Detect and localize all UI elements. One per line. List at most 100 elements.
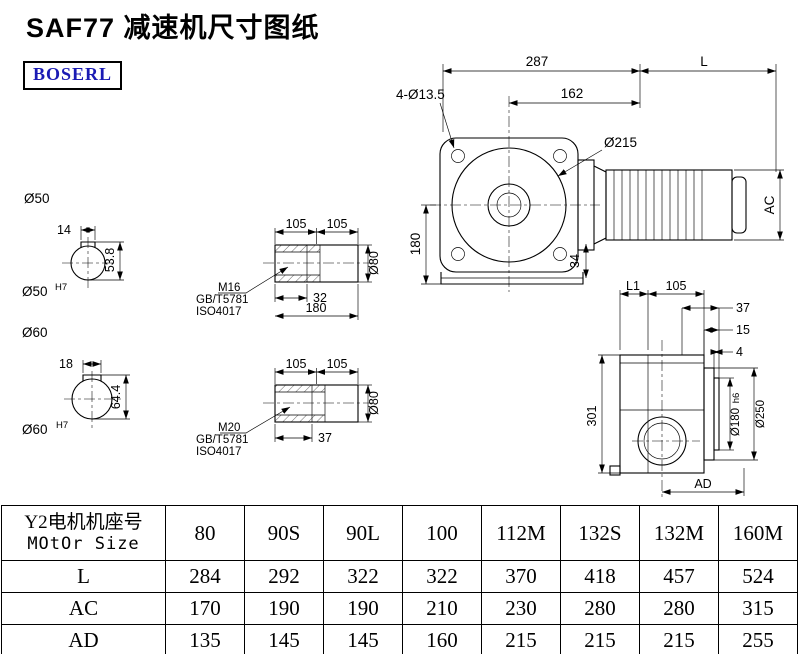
motor-size-cn: Y2电机机座号 bbox=[24, 511, 143, 533]
table-header-motor-size: Y2电机机座号 MOtOr Size bbox=[1, 505, 166, 561]
table-cell: 322 bbox=[402, 560, 482, 593]
table-cell: 190 bbox=[244, 592, 324, 625]
flange-spigot bbox=[713, 377, 720, 451]
bore60-label: Ø60 bbox=[22, 325, 48, 340]
dim-180-label: 180 bbox=[408, 233, 423, 256]
table-cell: 370 bbox=[481, 560, 561, 593]
dim-AD-label: AD bbox=[694, 477, 711, 491]
table-cell: 145 bbox=[323, 624, 403, 654]
motor-endcap bbox=[731, 176, 747, 234]
table-cell: 135 bbox=[165, 624, 245, 654]
shaft1-thread-label: M16 bbox=[218, 282, 240, 294]
table-col-header: 100 bbox=[402, 505, 482, 561]
side-view: L1 105 37 15 4 301 Ø180 h6 bbox=[585, 279, 767, 498]
bore60-height-label: 64.4 bbox=[109, 385, 123, 409]
table-cell: 292 bbox=[244, 560, 324, 593]
shaft1-depth-label: 32 bbox=[313, 291, 327, 305]
table-cell: 284 bbox=[165, 560, 245, 593]
output-flange bbox=[703, 367, 715, 461]
bore50-fit-sup: H7 bbox=[55, 282, 67, 293]
shaft2-105a-label: 105 bbox=[286, 357, 307, 371]
dim-301-label: 301 bbox=[585, 406, 599, 427]
shaft2-std1-label: GB/T5781 bbox=[196, 434, 248, 446]
table-cell: 280 bbox=[560, 592, 640, 625]
technical-drawing: 287 L 162 4-Ø13.5 Ø215 180 AC 34 Ø50 bbox=[22, 54, 784, 498]
dim-105-label: 105 bbox=[666, 279, 687, 293]
table-cell: 280 bbox=[639, 592, 719, 625]
dim-AC-label: AC bbox=[762, 195, 777, 214]
shaft2-thread-label: M20 bbox=[218, 422, 240, 434]
dimension-table: Y2电机机座号 MOtOr Size 80 90S 90L 100 112M 1… bbox=[1, 505, 798, 654]
shaft1-std2-label: ISO4017 bbox=[196, 306, 241, 318]
table-cell: 322 bbox=[323, 560, 403, 593]
table-col-header: 80 bbox=[165, 505, 245, 561]
shaft2-std2-label: ISO4017 bbox=[196, 446, 241, 458]
table-header-row: Y2电机机座号 MOtOr Size 80 90S 90L 100 112M 1… bbox=[1, 505, 798, 561]
dim-d215-label: Ø215 bbox=[604, 135, 637, 150]
dim-15-label: 15 bbox=[736, 323, 750, 337]
dim-287-label: 287 bbox=[526, 54, 549, 69]
shaft1-len-label: 180 bbox=[306, 301, 327, 315]
front-view: 287 L 162 4-Ø13.5 Ø215 180 AC 34 bbox=[396, 54, 784, 292]
row-label: L bbox=[1, 560, 166, 593]
bore50-width-label: 14 bbox=[57, 223, 71, 237]
shaft1-d80-label: Ø80 bbox=[367, 251, 381, 275]
brand-logo: BOSERL bbox=[23, 61, 123, 90]
table-cell: 215 bbox=[639, 624, 719, 654]
shaft-view-1: 105 105 Ø80 M16 GB/T5781 ISO4017 32 180 bbox=[196, 217, 381, 320]
dim-162-label: 162 bbox=[561, 86, 584, 101]
table-cell: 457 bbox=[639, 560, 719, 593]
table-col-header: 112M bbox=[481, 505, 561, 561]
table-cell: 160 bbox=[402, 624, 482, 654]
row-label: AC bbox=[1, 592, 166, 625]
dim-d180-label: Ø180 bbox=[730, 408, 742, 436]
table-cell: 255 bbox=[718, 624, 798, 654]
bore50-label: Ø50 bbox=[24, 191, 50, 206]
dim-4-label: 4 bbox=[736, 345, 743, 359]
table-cell: 418 bbox=[560, 560, 640, 593]
motor-size-en: MOtOr Size bbox=[27, 534, 140, 555]
dim-L1-label: L1 bbox=[626, 279, 640, 293]
dim-holes-label: 4-Ø13.5 bbox=[396, 87, 445, 102]
table-row-AC: AC 170 190 190 210 230 280 280 315 bbox=[1, 592, 798, 625]
table-cell: 210 bbox=[402, 592, 482, 625]
bore-section-60: Ø60 18 64.4 Ø60 H7 bbox=[22, 325, 130, 437]
dim-34-label: 34 bbox=[568, 254, 582, 268]
table-col-header: 90L bbox=[323, 505, 403, 561]
dim-L-label: L bbox=[700, 54, 708, 69]
shaft2-d80-label: Ø80 bbox=[367, 391, 381, 415]
shaft-view-2: 105 105 Ø80 M20 GB/T5781 ISO4017 37 bbox=[196, 357, 381, 458]
table-cell: 524 bbox=[718, 560, 798, 593]
table-cell: 215 bbox=[560, 624, 640, 654]
table-cell: 315 bbox=[718, 592, 798, 625]
table-cell: 230 bbox=[481, 592, 561, 625]
page-title: SAF77 减速机尺寸图纸 bbox=[26, 13, 320, 43]
bore-section-50: Ø50 14 53.8 Ø50 H7 bbox=[22, 191, 124, 299]
dim-d250-label: Ø250 bbox=[755, 400, 767, 428]
bore50-height-label: 53.8 bbox=[103, 248, 117, 272]
row-label: AD bbox=[1, 624, 166, 654]
shaft2-105b-label: 105 bbox=[327, 357, 348, 371]
bore60-fit-label: Ø60 bbox=[22, 422, 48, 437]
table-col-header: 132M bbox=[639, 505, 719, 561]
motor-body bbox=[605, 169, 733, 241]
bore50-fit-label: Ø50 bbox=[22, 284, 48, 299]
table-cell: 190 bbox=[323, 592, 403, 625]
shaft1-105b-label: 105 bbox=[327, 217, 348, 231]
table-col-header: 132S bbox=[560, 505, 640, 561]
table-cell: 145 bbox=[244, 624, 324, 654]
shaft2-depth-label: 37 bbox=[318, 431, 332, 445]
bore60-width-label: 18 bbox=[59, 357, 73, 371]
dim-37-label: 37 bbox=[736, 301, 750, 315]
table-col-header: 160M bbox=[718, 505, 798, 561]
table-cell: 215 bbox=[481, 624, 561, 654]
dim-d180-fit-label: h6 bbox=[731, 393, 742, 404]
table-row-AD: AD 135 145 145 160 215 215 215 255 bbox=[1, 624, 798, 654]
table-cell: 170 bbox=[165, 592, 245, 625]
table-row-L: L 284 292 322 322 370 418 457 524 bbox=[1, 560, 798, 593]
bore60-fit-sup: H7 bbox=[56, 420, 68, 431]
table-col-header: 90S bbox=[244, 505, 324, 561]
shaft1-std1-label: GB/T5781 bbox=[196, 294, 248, 306]
shaft1-105a-label: 105 bbox=[286, 217, 307, 231]
